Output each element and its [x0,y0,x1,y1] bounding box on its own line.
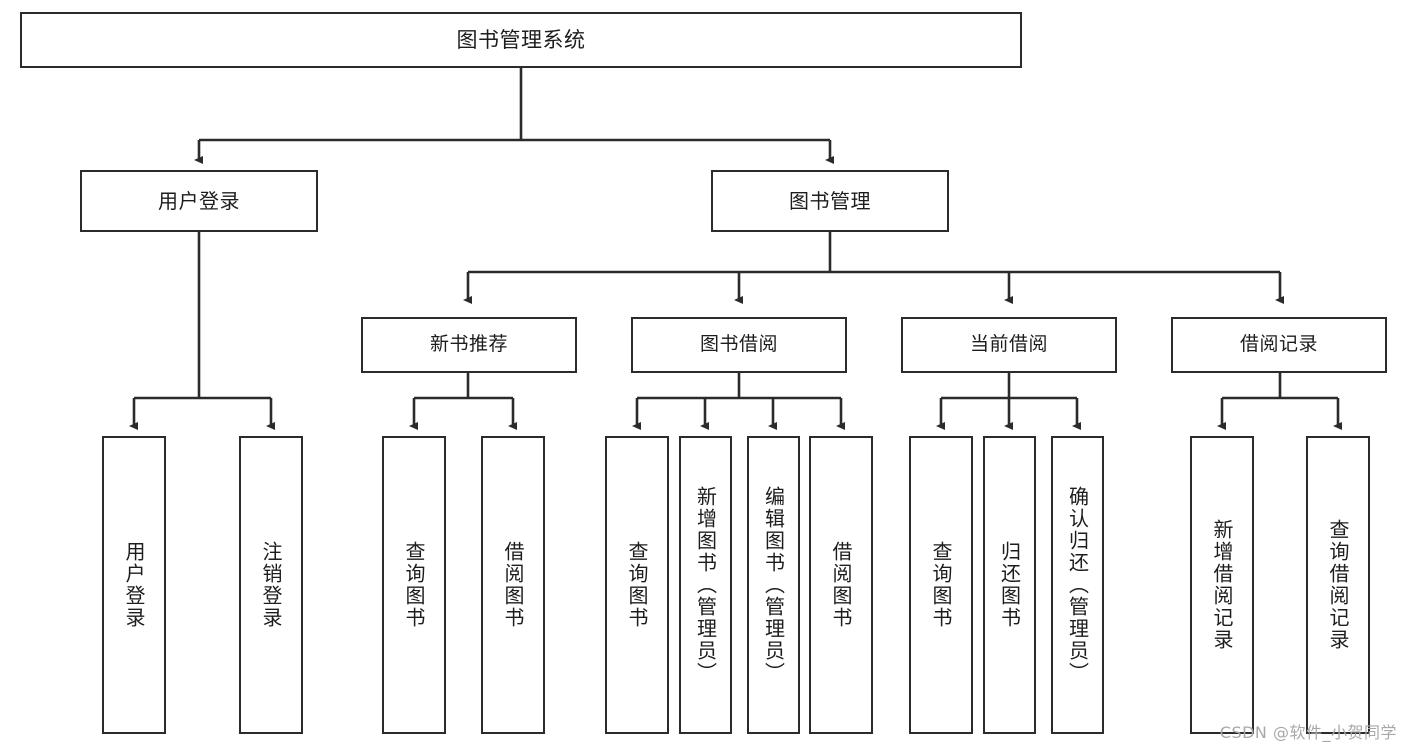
node-new-book-recommend-label: 新书推荐 [429,333,508,356]
node-borrow-record-label: 借阅记录 [1239,333,1318,356]
leaf-book-borrow-borrow[interactable]: 借阅图书 [809,436,873,734]
leaf-borrow-record-query[interactable]: 查询借阅记录 [1306,436,1370,734]
node-book-borrow[interactable]: 图书借阅 [631,317,847,373]
leaf-book-borrow-query-label: 查询图书 [625,541,649,629]
leaf-borrow-record-add[interactable]: 新增借阅记录 [1190,436,1254,734]
node-new-book-recommend[interactable]: 新书推荐 [361,317,577,373]
node-book-management-label: 图书管理 [789,188,871,213]
leaf-current-borrow-confirm[interactable]: 确认归还（管理员） [1051,436,1104,734]
leaf-user-login-logout-label: 注销登录 [259,541,283,629]
leaf-borrow-record-add-label: 新增借阅记录 [1210,519,1234,651]
node-current-borrow[interactable]: 当前借阅 [901,317,1117,373]
node-root[interactable]: 图书管理系统 [20,12,1022,68]
node-root-label: 图书管理系统 [456,27,586,52]
node-user-login-label: 用户登录 [158,188,240,213]
leaf-book-borrow-edit[interactable]: 编辑图书（管理员） [747,436,800,734]
leaf-book-borrow-query[interactable]: 查询图书 [605,436,669,734]
leaf-user-login-login[interactable]: 用户登录 [102,436,166,734]
leaf-current-borrow-confirm-label: 确认归还（管理员） [1065,486,1090,684]
leaf-current-borrow-query-label: 查询图书 [929,541,953,629]
node-book-borrow-label: 图书借阅 [699,333,778,356]
node-current-borrow-label: 当前借阅 [969,333,1048,356]
leaf-new-book-query-label: 查询图书 [402,541,426,629]
leaf-borrow-record-query-label: 查询借阅记录 [1326,519,1350,651]
leaf-book-borrow-borrow-label: 借阅图书 [829,541,853,629]
leaf-user-login-login-label: 用户登录 [122,541,146,629]
leaf-new-book-borrow-label: 借阅图书 [501,541,525,629]
leaf-new-book-borrow[interactable]: 借阅图书 [481,436,545,734]
leaf-user-login-logout[interactable]: 注销登录 [239,436,303,734]
leaf-book-borrow-add-label: 新增图书（管理员） [693,486,718,684]
leaf-current-borrow-return-label: 归还图书 [997,541,1022,629]
node-book-management[interactable]: 图书管理 [711,170,949,232]
node-borrow-record[interactable]: 借阅记录 [1171,317,1387,373]
node-user-login[interactable]: 用户登录 [80,170,318,232]
leaf-current-borrow-return[interactable]: 归还图书 [983,436,1036,734]
watermark: CSDN @软件_小贺同学 [1219,723,1397,742]
leaf-new-book-query[interactable]: 查询图书 [382,436,446,734]
leaf-current-borrow-query[interactable]: 查询图书 [909,436,973,734]
leaf-book-borrow-add[interactable]: 新增图书（管理员） [679,436,732,734]
leaf-book-borrow-edit-label: 编辑图书（管理员） [761,486,786,684]
